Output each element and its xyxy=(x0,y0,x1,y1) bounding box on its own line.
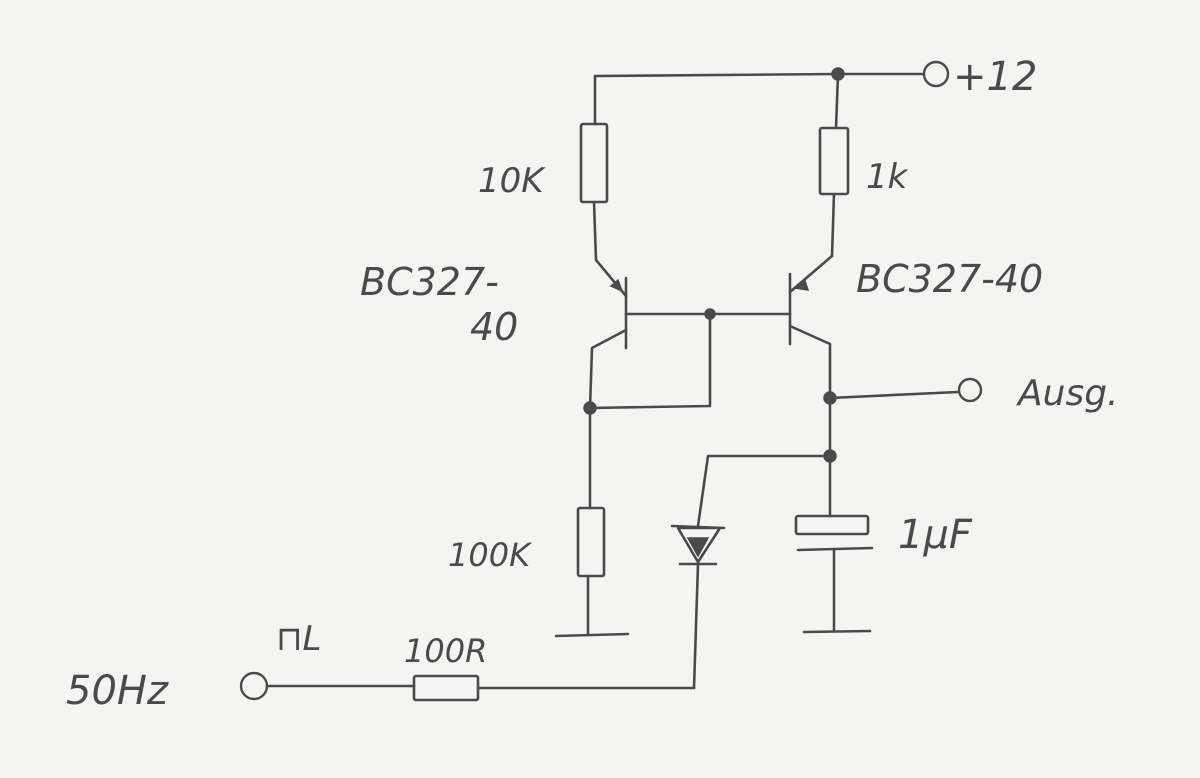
resistor-10k xyxy=(579,122,609,204)
transistor-right xyxy=(788,254,834,400)
label-r-1k: 1k xyxy=(866,157,909,197)
label-q-left-line2: 40 xyxy=(470,305,518,349)
wire-left-to-emitter xyxy=(592,200,598,262)
resistor-100k xyxy=(576,506,606,578)
diode xyxy=(670,524,726,566)
label-r-100k: 100K xyxy=(448,536,533,574)
transistor-left xyxy=(588,258,628,410)
ground-left xyxy=(554,632,630,638)
resistor-1k xyxy=(818,126,850,196)
resistor-100r xyxy=(412,674,480,702)
terminal-input xyxy=(239,671,269,701)
label-output: Ausg. xyxy=(1016,373,1119,414)
wire-diode-top xyxy=(696,454,832,528)
wire-diode-to-input xyxy=(692,562,700,690)
label-r-10k: 10K xyxy=(478,161,546,201)
label-pulse-symbol: ⊓L xyxy=(276,619,321,659)
wire-output xyxy=(828,390,960,400)
label-q-left-line1: BC327- xyxy=(360,260,499,304)
label-supply: +12 xyxy=(953,54,1037,100)
wire-right-to-emitter xyxy=(830,192,836,258)
label-input-freq: 50Hz xyxy=(66,668,169,714)
capacitor-plate-bottom xyxy=(796,546,874,552)
wire-diode-feedback xyxy=(588,312,712,410)
terminal-supply xyxy=(922,60,950,88)
ground-right xyxy=(802,629,872,634)
label-q-right: BC327-40 xyxy=(856,257,1043,301)
label-cap: 1µF xyxy=(898,512,973,558)
capacitor-plate-top xyxy=(794,514,870,536)
wire-right-top xyxy=(834,72,840,130)
wire-supply-rail xyxy=(593,72,924,78)
label-r-100r: 100R xyxy=(404,632,487,670)
terminal-output xyxy=(957,377,983,403)
